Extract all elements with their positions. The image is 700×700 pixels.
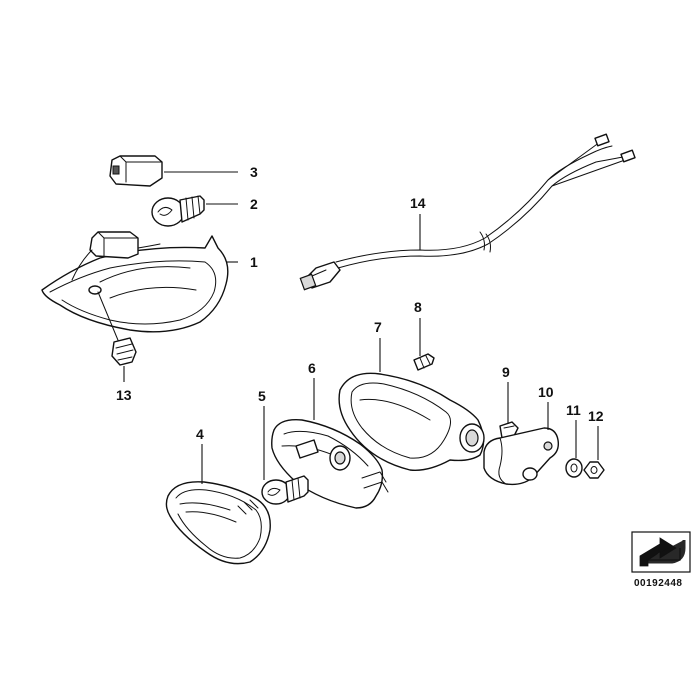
callout-3: 3: [250, 164, 258, 180]
part-8-screw[interactable]: [413, 353, 435, 371]
part-9-screw[interactable]: [499, 421, 519, 439]
callout-4: 4: [196, 426, 204, 442]
part-6-reflector[interactable]: [271, 419, 389, 509]
callout-11: 11: [566, 402, 581, 418]
callout-2: 2: [250, 196, 258, 212]
callout-12: 12: [588, 408, 604, 424]
callout-8: 8: [414, 299, 422, 315]
callout-6: 6: [308, 360, 316, 376]
callout-5: 5: [258, 388, 266, 404]
callout-13: 13: [116, 387, 132, 403]
part-5-bulb[interactable]: [261, 475, 309, 505]
callout-7: 7: [374, 319, 382, 335]
callout-labels: 3 2 1 13 14 8 7 6 5 4 9 10 11 12: [116, 164, 604, 442]
leader-lines: [123, 171, 599, 484]
orientation-icon: [631, 531, 691, 573]
diagram-number: 00192448: [634, 578, 683, 589]
part-10-mounting-bracket[interactable]: [483, 427, 560, 486]
part-11-washer[interactable]: [565, 458, 583, 478]
part-3-socket-connector[interactable]: [109, 155, 163, 187]
part-13-screw[interactable]: [97, 291, 137, 366]
callout-10: 10: [538, 384, 554, 400]
part-12-nut[interactable]: [583, 461, 605, 479]
part-1-indicator-housing[interactable]: [41, 231, 229, 333]
part-2-bulb[interactable]: [151, 195, 205, 227]
callout-1: 1: [250, 254, 258, 270]
part-14-wiring-harness[interactable]: [299, 133, 636, 291]
callout-9: 9: [502, 364, 510, 380]
callout-14: 14: [410, 195, 426, 211]
part-7-turn-signal-housing[interactable]: [338, 372, 485, 471]
part-4-lens[interactable]: [165, 481, 271, 565]
